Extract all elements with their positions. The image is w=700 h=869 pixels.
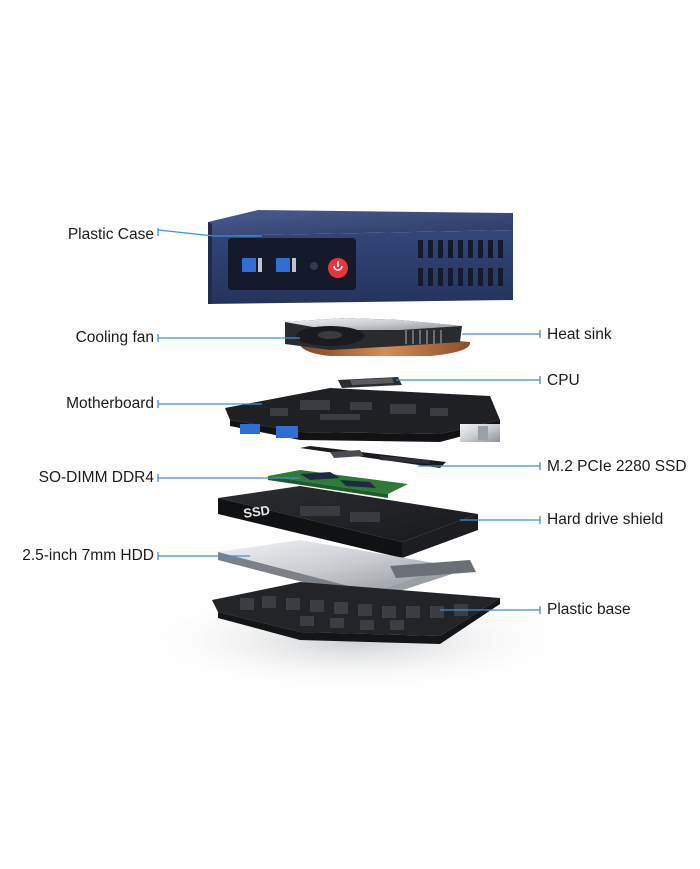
motherboard-part [225, 388, 500, 442]
plastic-case-part [208, 210, 513, 304]
label-hdd-shield: Hard drive shield [547, 511, 664, 528]
cooling-fan-part [285, 318, 471, 356]
power-button-icon [328, 258, 348, 278]
leader-lines [157, 228, 541, 614]
label-cpu: CPU [547, 372, 580, 389]
label-m2-ssd: M.2 PCIe 2280 SSD [547, 458, 687, 475]
label-so-dimm: SO-DIMM DDR4 [38, 469, 154, 486]
cpu-part [338, 377, 402, 388]
label-plastic-base: Plastic base [547, 601, 631, 618]
label-heat-sink: Heat sink [547, 326, 612, 343]
label-motherboard: Motherboard [66, 395, 154, 412]
plastic-base-part [212, 582, 500, 644]
label-plastic-case: Plastic Case [67, 226, 154, 243]
so-dimm-part [268, 470, 408, 498]
m2-ssd-part [300, 446, 446, 468]
shield-ssd-text: SSD [242, 502, 271, 521]
label-cooling-fan: Cooling fan [75, 329, 154, 346]
hard-drive-shield-part: SSD [218, 486, 478, 558]
label-hdd: 2.5-inch 7mm HDD [22, 547, 154, 564]
